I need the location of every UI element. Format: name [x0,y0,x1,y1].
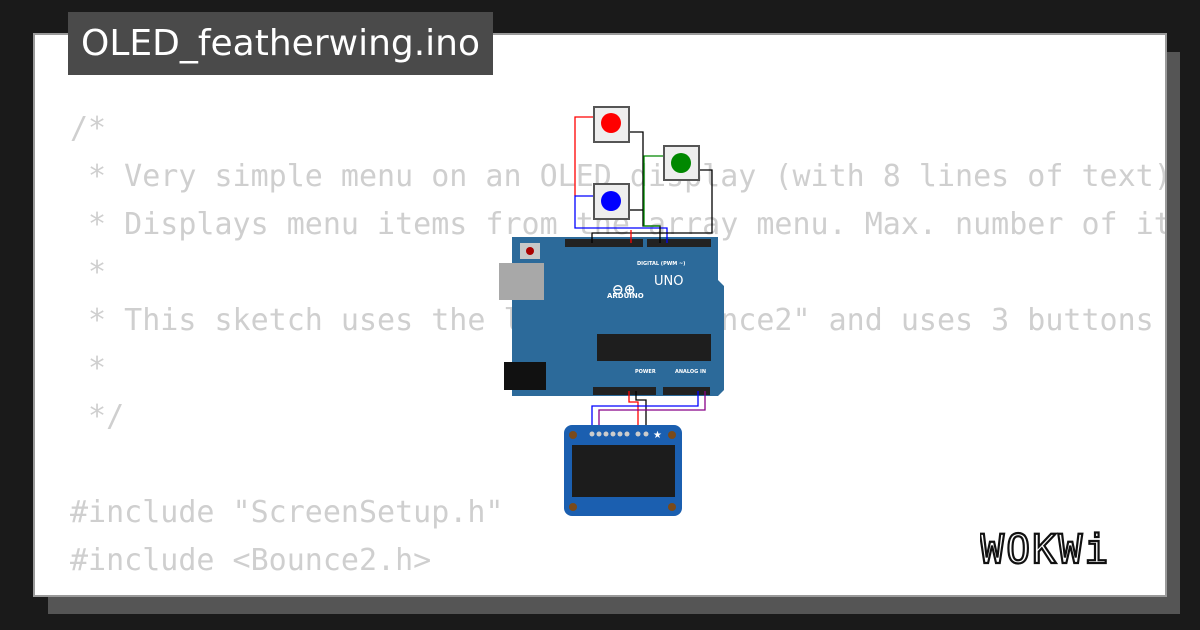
circuit-diagram: ⊖⊕ UNO ARDUINO DIGITAL (PWM ~) POWER ANA… [499,106,724,516]
board-brand: ARDUINO [607,292,644,300]
analog-label: ANALOG IN [675,369,706,375]
pushbutton-green [663,145,700,181]
power-header [593,387,656,395]
code-line: * Very simple menu on an OLED display (w… [70,159,1167,194]
code-line: /* [70,111,107,146]
digital-header-1 [565,239,643,247]
wokwi-logo-text: WOKWi [980,527,1110,573]
atmega-chip [597,334,711,361]
power-label: POWER [635,369,656,375]
usb-port [499,263,544,300]
digital-header-2 [647,239,711,247]
code-line: * Displays menu items from the array men… [88,207,1165,242]
infinity-logo: ⊖⊕ [612,282,635,298]
wires [574,116,713,433]
reset-button [526,247,534,255]
code-line: #include <Bounce2.h> [70,543,432,578]
star-icon: ★ [653,430,662,441]
digital-label: DIGITAL (PWM ~) [637,261,685,267]
analog-header [663,387,710,395]
pushbutton-red [593,106,630,143]
code-line: */ [70,399,125,434]
oled-screen [572,445,675,497]
board-model: UNO [654,274,683,289]
code-line: * [70,255,107,290]
wokwi-logo: WOKWi [980,526,1110,574]
code-line: #include "ScreenSetup.h" [70,495,504,530]
project-title: OLED_featherwing.ino [68,12,494,75]
code-line: * [70,351,107,386]
oled-display: ★ [564,425,682,516]
arduino-uno-board: ⊖⊕ UNO ARDUINO DIGITAL (PWM ~) POWER ANA… [499,237,724,396]
power-jack [504,362,546,390]
pushbutton-blue [593,183,630,220]
preview-card: /* * Very simple menu on an OLED display… [33,33,1167,597]
